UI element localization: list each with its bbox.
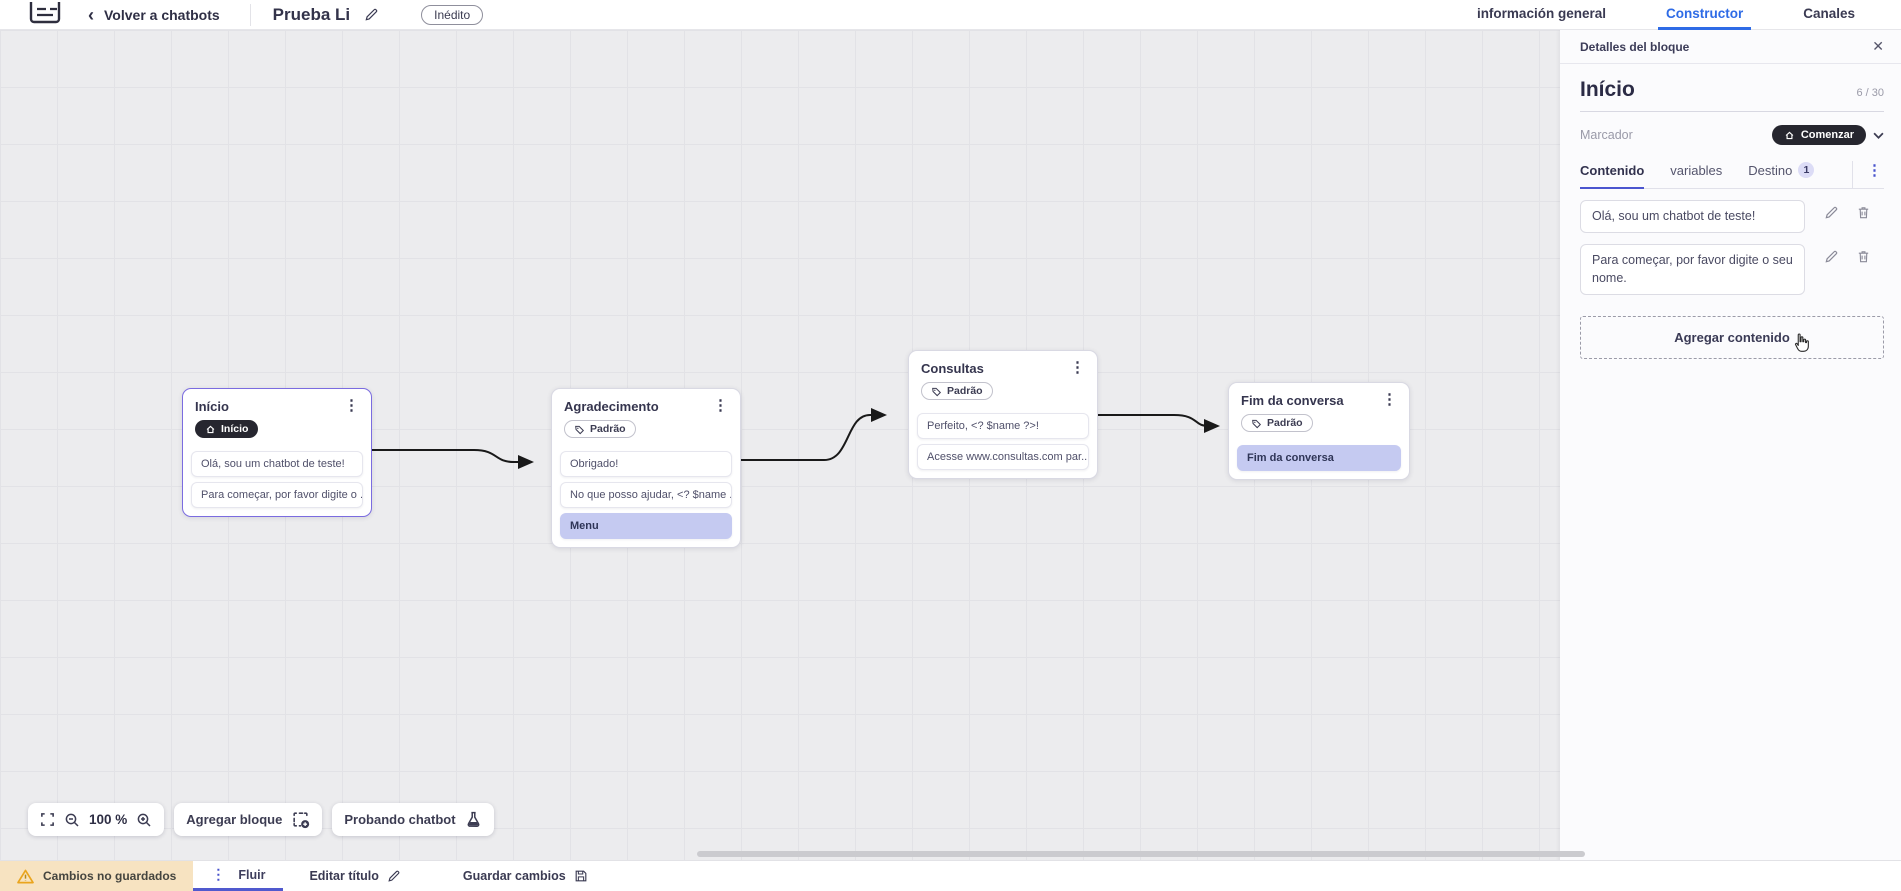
tab-informacion-general[interactable]: información general (1476, 5, 1606, 21)
pencil-icon (388, 870, 400, 882)
test-chatbot-button[interactable]: Probando chatbot (332, 803, 494, 836)
tab-variables[interactable]: variables (1670, 163, 1723, 178)
tab-constructor[interactable]: Constructor (1657, 0, 1752, 30)
canvas-toolbar: 100 % Agregar bloque Probando chatbot (28, 803, 494, 836)
add-block-button[interactable]: Agregar bloque (174, 803, 323, 836)
node-start-badge: Início (195, 420, 259, 438)
block-name-input[interactable]: Início (1580, 78, 1635, 101)
flow-node-inicio[interactable]: Início ⋮ Início Olá, sou um chatbot de t… (182, 388, 372, 517)
flow-node-agradecimento[interactable]: Agradecimento ⋮ Padrão Obrigado! No que … (551, 388, 741, 548)
delete-content-trash-icon[interactable] (1856, 249, 1871, 264)
tab-destino[interactable]: Destino 1 (1748, 162, 1815, 189)
tab-canales[interactable]: Canales (1803, 5, 1855, 21)
zoom-out-icon[interactable] (64, 812, 80, 828)
home-icon (1785, 131, 1794, 139)
flow-canvas[interactable]: Início ⋮ Início Olá, sou um chatbot de t… (0, 30, 1560, 860)
node-message-card[interactable]: Acesse www.consultas.com par... (917, 443, 1089, 470)
block-details-panel: Detalles del bloque ✕ Início 6 / 30 Marc… (1560, 30, 1901, 878)
node-kebab-menu-icon[interactable]: ⋮ (1382, 391, 1397, 408)
node-message-card[interactable]: Perfeito, <? $name ?>! (917, 412, 1089, 439)
top-header: ‹ Volver a chatbots Prueba Li Inédito in… (0, 0, 1901, 30)
save-changes-button[interactable]: Guardar cambios (463, 861, 588, 891)
chevron-down-icon[interactable] (1873, 132, 1884, 139)
node-end-card[interactable]: Fim da conversa (1237, 444, 1401, 471)
node-type-badge: Padrão (921, 382, 993, 400)
zoom-controls: 100 % (28, 803, 165, 836)
header-tabs: información general Constructor Canales (1469, 0, 1901, 30)
home-icon (206, 425, 215, 433)
node-title: Início (195, 399, 229, 414)
content-text-field[interactable]: Para começar, por favor digite o seu nom… (1580, 244, 1805, 295)
zoom-level: 100 % (89, 812, 128, 827)
edit-title-pencil-icon[interactable] (364, 7, 379, 22)
edit-content-pencil-icon[interactable] (1824, 249, 1839, 264)
save-icon (575, 870, 587, 882)
flow-tab-kebab-icon[interactable]: ⋮ (211, 866, 226, 882)
panel-tabs: Contenido variables Destino 1 ⋮ (1580, 161, 1884, 189)
add-block-icon (293, 812, 310, 829)
panel-kebab-menu-icon[interactable]: ⋮ (1852, 161, 1884, 188)
fit-view-icon[interactable] (40, 812, 55, 827)
marker-label: Marcador (1580, 128, 1633, 142)
node-message-card[interactable]: Obrigado! (560, 450, 732, 477)
destino-count-badge: 1 (1798, 162, 1815, 178)
bottom-bar: Cambios no guardados ⋮ Fluir Editar títu… (0, 860, 1901, 891)
chatbot-title: Prueba Li (272, 4, 351, 24)
close-icon[interactable]: ✕ (1872, 38, 1884, 54)
node-message-card[interactable]: Olá, sou um chatbot de teste! (191, 450, 363, 477)
delete-content-trash-icon[interactable] (1856, 205, 1871, 220)
zoom-in-icon[interactable] (136, 812, 152, 828)
tag-icon (1252, 419, 1262, 428)
header-divider (249, 3, 251, 26)
tab-contenido[interactable]: Contenido (1580, 163, 1645, 189)
node-type-badge: Padrão (564, 420, 636, 438)
node-type-badge: Padrão (1241, 414, 1313, 432)
back-chevron-icon: ‹ (88, 4, 94, 25)
node-title: Consultas (921, 361, 984, 376)
node-kebab-menu-icon[interactable]: ⋮ (344, 397, 359, 414)
add-content-button[interactable]: Agregar contenido (1580, 315, 1884, 359)
char-counter: 6 / 30 (1856, 87, 1884, 99)
flow-node-consultas[interactable]: Consultas ⋮ Padrão Perfeito, <? $name ?>… (908, 350, 1098, 479)
node-title: Agradecimento (564, 399, 659, 414)
app-logo[interactable] (26, 1, 66, 28)
content-row: Olá, sou um chatbot de teste! (1580, 200, 1884, 234)
canvas-horizontal-scrollbar[interactable] (697, 851, 1585, 857)
flow-node-fim-da-conversa[interactable]: Fim da conversa ⋮ Padrão Fim da conversa (1228, 382, 1410, 480)
unsaved-changes-badge: Cambios no guardados (0, 861, 194, 891)
node-kebab-menu-icon[interactable]: ⋮ (713, 397, 728, 414)
tag-icon (932, 387, 942, 396)
flask-icon (467, 811, 480, 827)
status-badge: Inédito (421, 4, 484, 25)
flow-tab-fluir[interactable]: ⋮ Fluir (193, 861, 284, 891)
tag-icon (575, 425, 585, 434)
content-text-field[interactable]: Olá, sou um chatbot de teste! (1580, 200, 1805, 234)
edit-title-button[interactable]: Editar título (309, 861, 400, 891)
node-message-card[interactable]: Para começar, por favor digite o ... (191, 481, 363, 508)
marker-value-pill[interactable]: Comenzar (1771, 125, 1866, 145)
back-label: Volver a chatbots (104, 6, 220, 23)
panel-title: Detalles del bloque (1580, 39, 1690, 54)
node-title: Fim da conversa (1241, 393, 1344, 408)
back-to-chatbots-link[interactable]: ‹ Volver a chatbots (88, 6, 220, 24)
node-kebab-menu-icon[interactable]: ⋮ (1070, 359, 1085, 376)
node-message-card[interactable]: No que posso ajudar, <? $name ... (560, 481, 732, 508)
node-menu-card[interactable]: Menu (560, 512, 732, 539)
edit-content-pencil-icon[interactable] (1824, 205, 1839, 220)
warning-icon (17, 869, 34, 883)
content-row: Para começar, por favor digite o seu nom… (1580, 244, 1884, 295)
